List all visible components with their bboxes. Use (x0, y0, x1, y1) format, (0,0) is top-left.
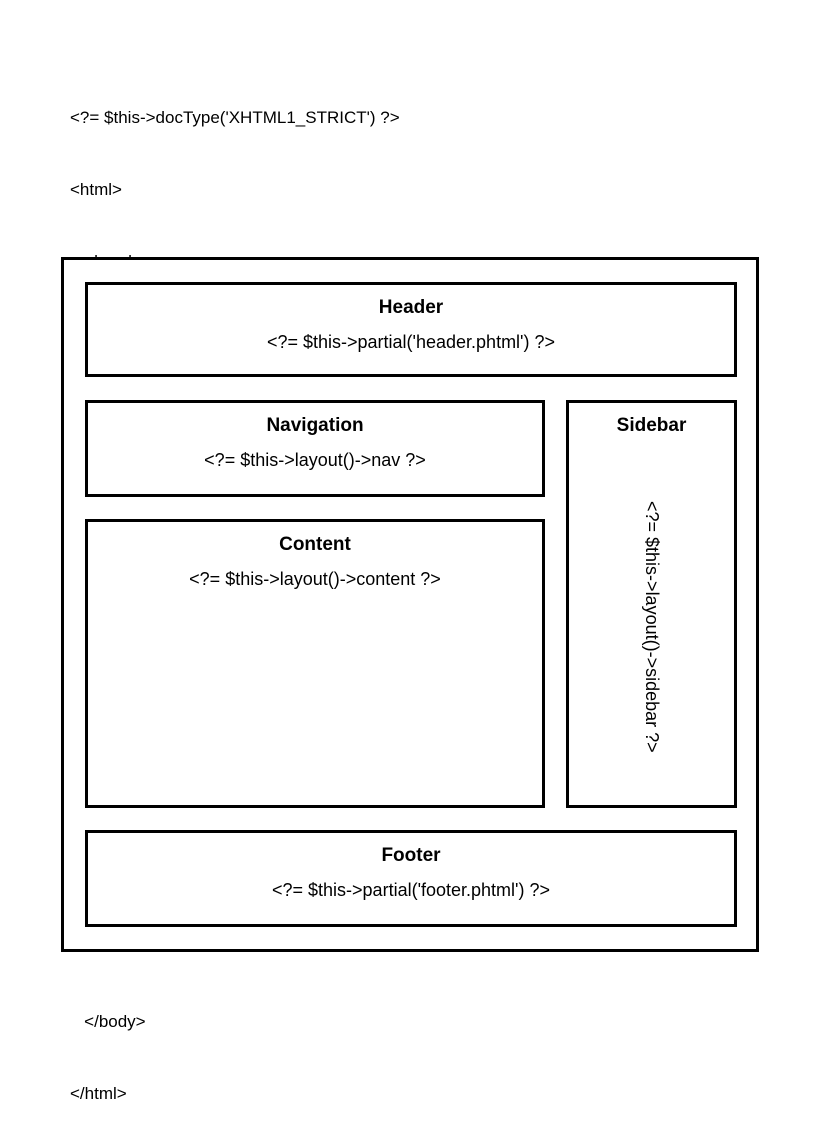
region-header-code: <?= $this->partial('header.phtml') ?> (266, 332, 556, 352)
region-content: Content <?= $this->layout()->content ?> (85, 519, 545, 808)
region-sidebar-code-wrapper: <?= $this->layout()->sidebar ?> (569, 453, 734, 801)
region-navigation-title: Navigation (266, 415, 364, 436)
region-footer-code: <?= $this->partial('footer.phtml') ?> (271, 880, 551, 900)
region-content-title: Content (279, 534, 351, 555)
code-line-html-close: </html> (70, 1084, 127, 1103)
region-sidebar-code: <?= $this->layout()->sidebar ?> (642, 501, 662, 753)
region-header: Header <?= $this->partial('header.phtml'… (85, 282, 737, 377)
region-footer: Footer <?= $this->partial('footer.phtml'… (85, 830, 737, 927)
region-sidebar-title: Sidebar (616, 415, 687, 436)
region-navigation: Navigation <?= $this->layout()->nav ?> (85, 400, 545, 497)
region-content-code: <?= $this->layout()->content ?> (189, 569, 441, 589)
region-header-title: Header (378, 297, 444, 318)
code-listing-bottom: </body> </html> (70, 962, 146, 1130)
region-sidebar: Sidebar <?= $this->layout()->sidebar ?> (566, 400, 737, 808)
code-line-html-open: <html> (70, 180, 122, 199)
code-line-body-close: </body> (70, 1012, 146, 1031)
region-footer-title: Footer (381, 845, 441, 866)
layout-container-box: Header <?= $this->partial('header.phtml'… (61, 257, 759, 952)
code-line-doctype: <?= $this->docType('XHTML1_STRICT') ?> (70, 108, 400, 127)
region-navigation-code: <?= $this->layout()->nav ?> (204, 450, 426, 470)
